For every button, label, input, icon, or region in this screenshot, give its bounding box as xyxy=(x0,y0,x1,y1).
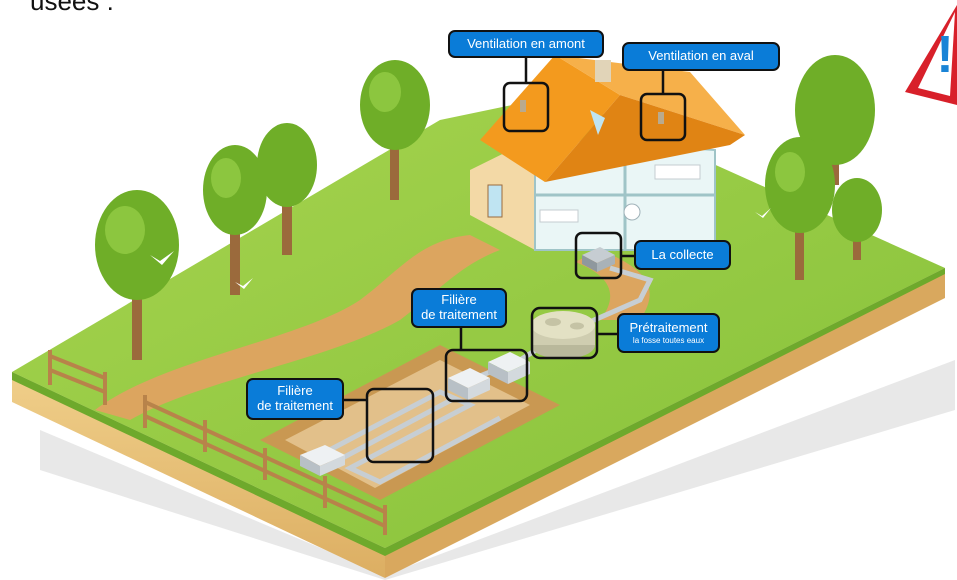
warning-symbol: ! xyxy=(936,26,953,84)
tree-left xyxy=(95,190,179,360)
label-ventilation-amont: Ventilation en amont xyxy=(448,30,604,58)
septic-tank xyxy=(531,311,595,359)
tree-right-small xyxy=(832,178,882,260)
repartition-box-2 xyxy=(488,352,530,384)
collection-box xyxy=(582,247,615,272)
label-pretraitement: Prétraitement la fosse toutes eaux xyxy=(617,313,720,353)
label-ventilation-aval: Ventilation en aval xyxy=(622,42,780,71)
label-collecte: La collecte xyxy=(634,240,731,270)
frame-filiere-top xyxy=(444,348,529,403)
bird-icons xyxy=(150,208,771,289)
frame-filiere-left xyxy=(365,387,435,464)
fence-front xyxy=(143,395,387,535)
tree-mid-left xyxy=(203,145,267,295)
distribution-box xyxy=(300,445,345,476)
dirt-path xyxy=(95,235,500,420)
label-filiere-top: Filière de traitement xyxy=(411,288,507,328)
soil-right-side xyxy=(385,268,945,578)
house xyxy=(470,55,745,251)
page-heading: usées : xyxy=(30,0,114,16)
connector-lines xyxy=(344,56,665,402)
tree-right-front xyxy=(765,137,835,280)
tree-mid xyxy=(257,123,317,255)
grass-edge xyxy=(12,268,945,556)
tree-right xyxy=(795,55,875,185)
repartition-box-1 xyxy=(448,368,490,400)
label-filiere-left: Filière de traitement xyxy=(246,378,344,420)
fence-left xyxy=(48,350,107,405)
ground-shadow xyxy=(40,360,955,580)
warning-triangle-icon: ! xyxy=(905,5,957,105)
tree-back xyxy=(360,60,430,200)
